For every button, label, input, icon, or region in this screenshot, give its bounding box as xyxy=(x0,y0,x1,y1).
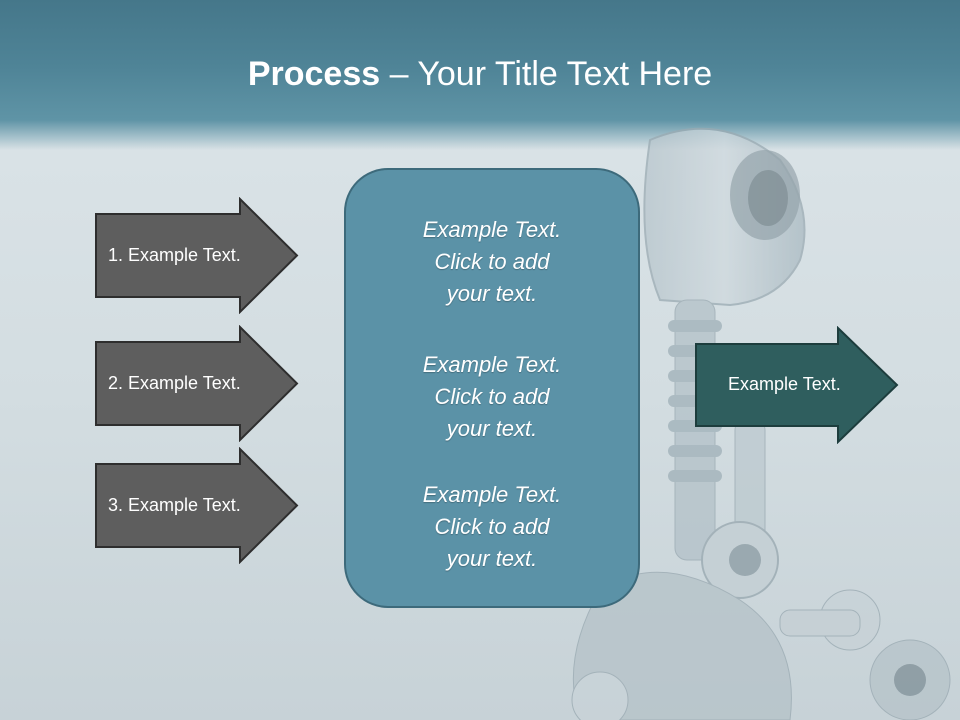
right-arrow-label: Example Text. xyxy=(728,374,841,394)
robot-illustration xyxy=(571,127,951,720)
left-arrow-2[interactable]: 2. Example Text. xyxy=(94,325,300,442)
text-line: Example Text. xyxy=(422,482,562,507)
center-text-block-2: Example Text. Click to add your text. xyxy=(346,349,638,445)
slide-title: Process – Your Title Text Here xyxy=(0,52,960,96)
right-arrow[interactable]: Example Text. xyxy=(694,326,900,444)
center-text-block-1: Example Text. Click to add your text. xyxy=(346,214,638,310)
left-arrow-label: 3. Example Text. xyxy=(108,495,241,515)
title-bold: Process xyxy=(247,55,381,93)
arrow-shape xyxy=(95,325,299,442)
arrow-shape xyxy=(695,326,899,444)
text-line: Example Text. xyxy=(422,352,562,377)
text-line: Click to add xyxy=(434,384,550,409)
left-arrow-label: 1. Example Text. xyxy=(108,245,241,265)
left-arrow-label: 2. Example Text. xyxy=(108,373,241,393)
text-line: Example Text. xyxy=(422,217,562,242)
text-line: your text. xyxy=(446,281,538,306)
text-line: Click to add xyxy=(434,514,550,539)
left-arrow-1[interactable]: 1. Example Text. xyxy=(94,197,300,314)
text-line: your text. xyxy=(446,416,538,441)
arrow-shape xyxy=(95,447,299,564)
center-text-box[interactable]: Example Text. Click to add your text. Ex… xyxy=(344,168,640,608)
left-arrow-3[interactable]: 3. Example Text. xyxy=(94,447,300,564)
text-line: your text. xyxy=(446,546,538,571)
text-line: Click to add xyxy=(434,249,550,274)
center-text-block-3: Example Text. Click to add your text. xyxy=(346,479,638,575)
arrow-shape xyxy=(95,197,299,314)
header-band xyxy=(0,0,960,150)
title-rest: – Your Title Text Here xyxy=(380,55,713,93)
